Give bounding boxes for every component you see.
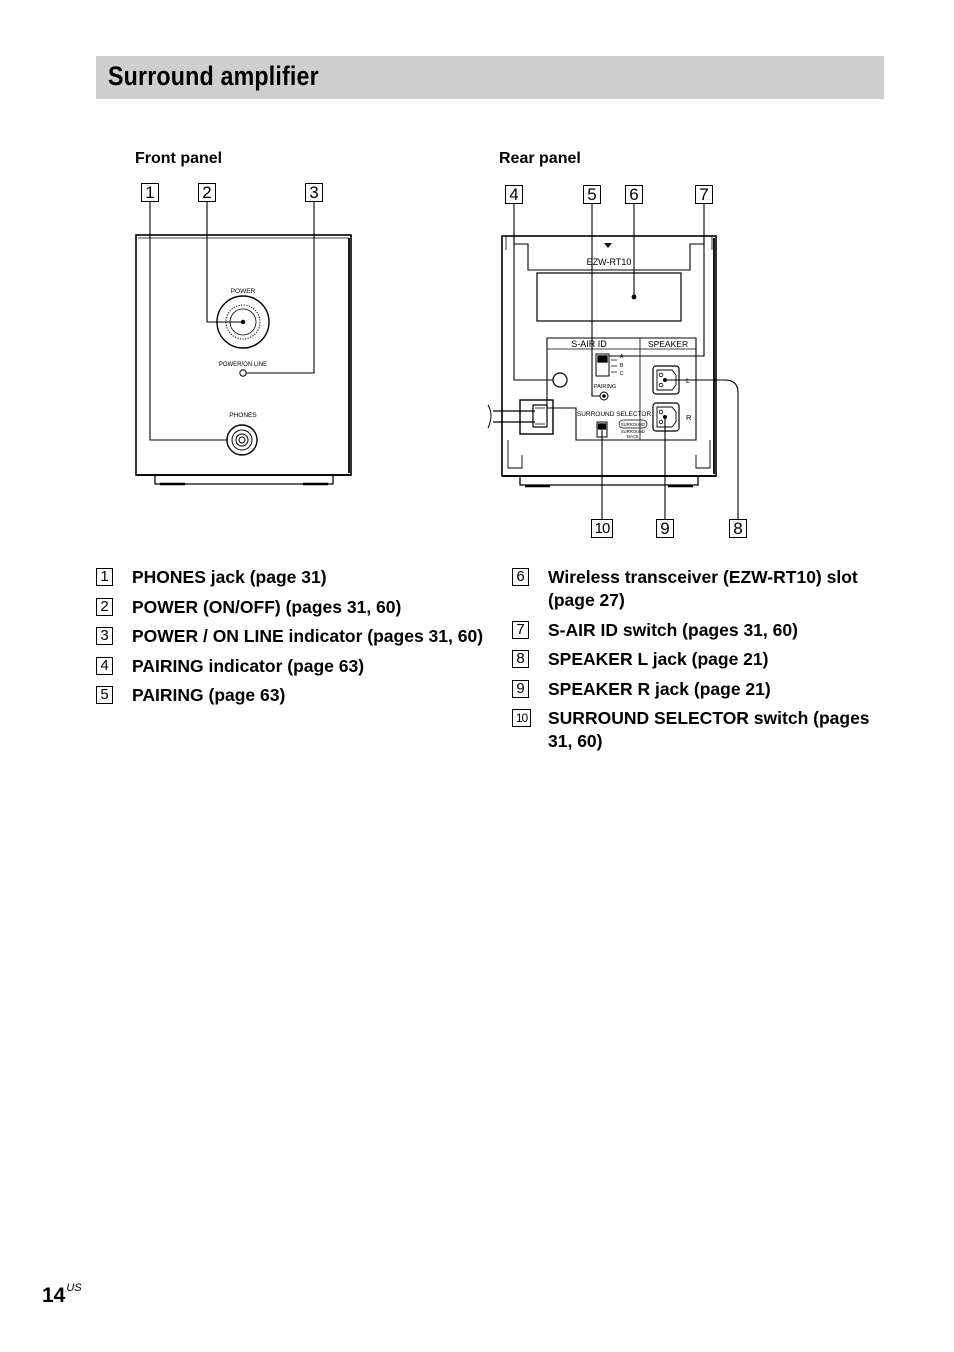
rear-pairing-text: PAIRING bbox=[594, 384, 616, 390]
front-panel-illustration bbox=[135, 202, 352, 486]
page-number: 14US bbox=[42, 1282, 82, 1308]
list-item: 2 POWER (ON/OFF) (pages 31, 60) bbox=[96, 596, 486, 619]
callout-3: 3 bbox=[305, 183, 323, 202]
page-number-suffix: US bbox=[66, 1282, 82, 1294]
list-item-number: 9 bbox=[512, 679, 529, 698]
front-power-on-line-text: POWER/ON LINE bbox=[219, 362, 267, 368]
callout-8: 8 bbox=[729, 519, 747, 538]
list-item-text: SPEAKER L jack (page 21) bbox=[548, 649, 769, 669]
list-item: 8 SPEAKER L jack (page 21) bbox=[512, 648, 888, 671]
slot-arrow-icon bbox=[604, 243, 612, 248]
section-title-bar: Surround amplifier bbox=[96, 56, 884, 99]
callout-1: 1 bbox=[141, 183, 159, 202]
list-item-number: 4 bbox=[96, 656, 113, 675]
list-item-text: S-AIR ID switch (pages 31, 60) bbox=[548, 619, 798, 640]
rear-id-c-text: C bbox=[620, 371, 624, 377]
list-item: 5 PAIRING (page 63) bbox=[96, 684, 486, 707]
rear-speaker-text: SPEAKER bbox=[648, 339, 688, 349]
callout-6: 6 bbox=[625, 185, 643, 204]
list-item-text: SPEAKER R jack (page 21) bbox=[548, 678, 771, 699]
list-item: 9 SPEAKER R jack (page 21) bbox=[512, 678, 888, 701]
list-item-text: Wireless transceiver (EZW-RT10) slot (pa… bbox=[548, 567, 858, 610]
list-item-text: PAIRING (page 63) bbox=[132, 685, 286, 705]
front-power-text: POWER bbox=[231, 288, 256, 295]
callout-10: 10 bbox=[591, 519, 613, 538]
list-item: 4 PAIRING indicator (page 63) bbox=[96, 655, 486, 678]
list-item: 6 Wireless transceiver (EZW-RT10) slot (p… bbox=[512, 566, 888, 612]
callout-9: 9 bbox=[656, 519, 674, 538]
rear-panel-label: Rear panel bbox=[499, 150, 581, 167]
list-item-number: 2 bbox=[96, 597, 113, 616]
callout-4: 4 bbox=[505, 185, 523, 204]
rear-sair-id-text: S-AIR ID bbox=[571, 339, 607, 349]
page-number-value: 14 bbox=[42, 1284, 66, 1307]
list-item-number: 10 bbox=[512, 709, 531, 727]
list-item: 1 PHONES jack (page 31) bbox=[96, 566, 486, 589]
panel-diagrams: POWER POWER/ON LINE PHONES EZW-RT10 S-AI… bbox=[135, 202, 739, 519]
list-item-text: PHONES jack (page 31) bbox=[132, 567, 327, 587]
callout-2: 2 bbox=[198, 183, 216, 202]
list-item-number: 1 bbox=[96, 568, 113, 586]
page-title: Surround amplifier bbox=[108, 61, 319, 91]
list-item-number: 6 bbox=[512, 568, 529, 586]
callout-7: 7 bbox=[695, 185, 713, 204]
front-phones-text: PHONES bbox=[229, 412, 257, 419]
callout-5: 5 bbox=[583, 185, 601, 204]
list-item: 7 S-AIR ID switch (pages 31, 60) bbox=[512, 619, 888, 642]
rear-surround-text: SURROUND bbox=[621, 422, 645, 427]
list-item-text: POWER (ON/OFF) (pages 31, 60) bbox=[132, 596, 402, 617]
rear-slot-text: EZW-RT10 bbox=[587, 257, 632, 267]
rear-surround-back-text-2: BACK bbox=[627, 434, 639, 439]
rear-r-text: R bbox=[686, 413, 692, 422]
rear-id-b-text: B bbox=[620, 363, 624, 369]
list-item-number: 5 bbox=[96, 686, 113, 704]
rear-surround-back-text-1: SURROUND bbox=[621, 429, 645, 434]
list-item-number: 3 bbox=[96, 627, 113, 645]
list-item-number: 8 bbox=[512, 650, 529, 668]
rear-id-a-text: A bbox=[620, 354, 624, 360]
list-item-text: POWER / ON LINE indicator (pages 31, 60) bbox=[132, 626, 484, 646]
list-item-text: SURROUND SELECTOR switch (pages 31, 60) bbox=[548, 708, 870, 751]
parts-list-right: 6 Wireless transceiver (EZW-RT10) slot (p… bbox=[512, 566, 888, 760]
parts-list-left: 1 PHONES jack (page 31) 2 POWER (ON/OFF) (… bbox=[96, 566, 486, 714]
rear-panel-illustration bbox=[487, 203, 739, 519]
front-panel-label: Front panel bbox=[135, 150, 223, 167]
rear-l-text: L bbox=[686, 376, 690, 385]
list-item-number: 7 bbox=[512, 620, 529, 639]
list-item: 3 POWER / ON LINE indicator (pages 31, 60… bbox=[96, 625, 486, 648]
list-item: 10 SURROUND SELECTOR switch (pages 31, 60… bbox=[512, 707, 888, 753]
rear-surround-selector-text: SURROUND SELECTOR bbox=[577, 411, 652, 418]
list-item-text: PAIRING indicator (page 63) bbox=[132, 655, 365, 676]
